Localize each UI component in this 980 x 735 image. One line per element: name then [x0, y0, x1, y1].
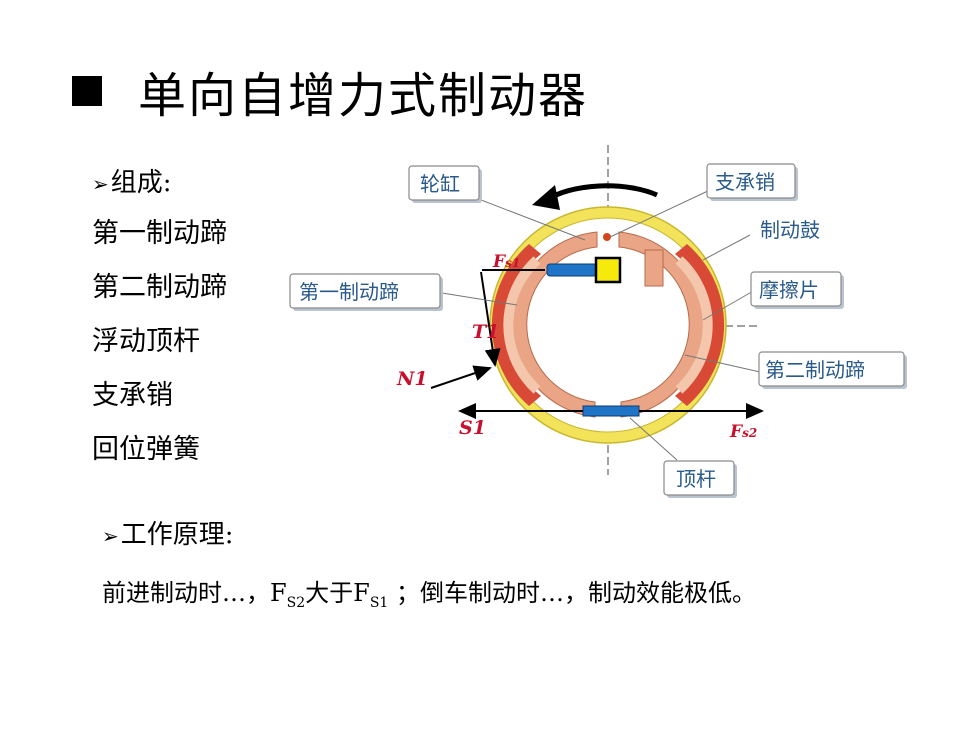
label-support-pin: 支承销 [706, 163, 798, 201]
force-label-s1: S1 [459, 417, 486, 439]
subscript-s1: S1 [369, 595, 389, 611]
svg-text:第二制动蹄: 第二制动蹄 [765, 358, 865, 382]
leader-first-shoe [441, 292, 518, 306]
force-label-fs1: Fs1 [492, 252, 520, 272]
leader-friction-lining [702, 289, 756, 321]
arrow-bullet-icon: ➢ [92, 172, 109, 196]
slide-title: 单向自增力式制动器 [72, 56, 588, 126]
svg-text:顶杆: 顶杆 [676, 467, 716, 491]
list-item: 第二制动蹄 [92, 272, 227, 303]
list-item: 支承销 [92, 380, 173, 411]
first-shoe-rib [503, 256, 541, 394]
label-friction-lining: 摩擦片 [750, 271, 844, 309]
leader-push-rod [629, 417, 678, 461]
list-item: 浮动顶杆 [92, 326, 200, 357]
push-rod [582, 405, 640, 417]
label-brake-drum: 制动鼓 [760, 218, 820, 242]
second-shoe-lug [644, 249, 664, 287]
svg-text:第一制动蹄: 第一制动蹄 [299, 280, 399, 304]
fs1-sub: s1 [505, 256, 520, 270]
list-item: 回位弹簧 [92, 434, 200, 465]
working-heading: ➢工作原理: [102, 514, 234, 551]
brake-diagram: Fs1 T1 N1 S1 Fs2 轮缸 支承销 制动鼓 第一制动蹄 摩擦片 第二… [289, 145, 907, 498]
force-label-t1: T1 [472, 321, 499, 343]
t1-arrow [480, 271, 501, 367]
principle-part-2: 大于F [305, 579, 370, 607]
composition-list: 第一制动蹄 第二制动蹄 浮动顶杆 支承销 回位弹簧 [92, 207, 227, 477]
title-text: 单向自增力式制动器 [138, 68, 589, 124]
rotation-arrowhead-icon [532, 185, 560, 210]
leader-brake-drum [702, 234, 751, 261]
label-push-rod: 顶杆 [663, 460, 737, 498]
arrow-bullet-icon: ➢ [102, 524, 119, 548]
wheel-cylinder-body [594, 256, 622, 284]
subscript-s2: S2 [286, 595, 306, 611]
composition-heading-text: 组成: [110, 168, 172, 198]
principle-part-1: 前进制动时…，F [102, 579, 287, 607]
composition-heading: ➢组成: [92, 162, 172, 199]
friction-lining-left [491, 244, 541, 406]
rotation-arc [545, 183, 659, 203]
svg-text:轮缸: 轮缸 [420, 172, 460, 196]
n1-arrow [430, 365, 492, 389]
working-heading-text: 工作原理: [120, 520, 234, 550]
svg-text:支承销: 支承销 [715, 170, 775, 194]
force-label-fs2: Fs2 [729, 422, 757, 442]
support-pin [603, 233, 611, 241]
leader-support-pin [609, 189, 711, 238]
title-bullet-square [72, 76, 102, 106]
second-shoe-rib [675, 256, 713, 394]
label-second-shoe: 第二制动蹄 [758, 351, 907, 389]
list-item: 第一制动蹄 [92, 218, 227, 249]
friction-lining-right [675, 244, 725, 406]
label-first-shoe: 第一制动蹄 [289, 273, 443, 311]
force-label-n1: N1 [396, 368, 428, 390]
label-wheel-cylinder: 轮缸 [408, 165, 482, 203]
principle-part-3: ；倒车制动时…，制动效能极低。 [388, 579, 756, 607]
working-principle-text: 前进制动时…，FS2大于FS1 ；倒车制动时…，制动效能极低。 [102, 573, 756, 611]
svg-text:摩擦片: 摩擦片 [759, 278, 819, 302]
wheel-cylinder-piston [546, 263, 598, 277]
leader-second-shoe [684, 354, 761, 373]
